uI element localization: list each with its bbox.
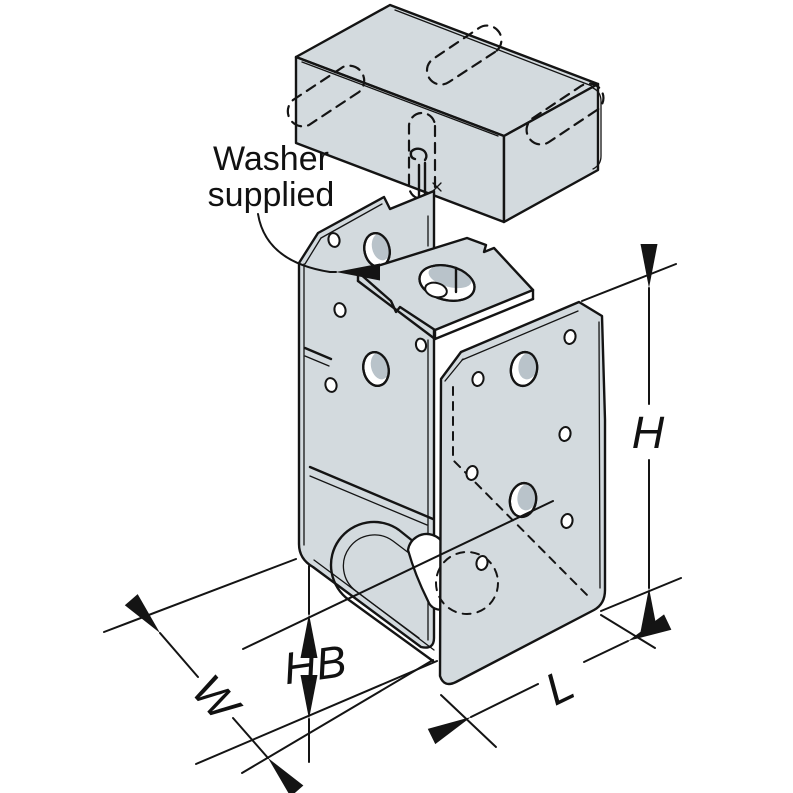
plate-edge-thickness — [304, 237, 322, 265]
cap-hem-line — [301, 61, 499, 137]
post-cap-block — [286, 3, 605, 224]
extension-line — [581, 263, 677, 302]
cap-hem-line — [394, 9, 593, 87]
dimension-line — [427, 683, 539, 745]
dimension-label-W: W — [182, 665, 251, 734]
nail-holes-near-plate — [465, 329, 577, 571]
dimension-line — [232, 717, 304, 793]
dimension-height-H: H — [581, 244, 682, 632]
cap-right-face — [502, 82, 600, 224]
nail-holes-far-plate — [324, 232, 428, 393]
dimension-line — [583, 614, 672, 663]
dimension-label-HB: HB — [280, 635, 349, 694]
seat-edge — [304, 355, 330, 367]
washer-note-line2: supplied — [208, 176, 335, 214]
seat-bend-line — [308, 465, 435, 521]
dimension-label-H: H — [632, 407, 665, 458]
washer-plate — [356, 236, 535, 341]
plate-edge-thickness — [598, 321, 601, 589]
extension-line — [242, 500, 554, 650]
plate-edge-thickness — [320, 203, 383, 239]
hidden-lines-near-plate — [435, 386, 589, 615]
plate-edge-thickness — [444, 358, 464, 382]
dimension-standoff-HB: HB — [195, 500, 554, 765]
extension-line — [103, 558, 297, 633]
extension-line — [600, 614, 656, 649]
washer-pointer-arrow — [257, 213, 380, 281]
extension-line — [600, 577, 682, 612]
extension-line — [440, 694, 497, 748]
near-upright-plate — [435, 300, 607, 686]
washer-note-line1: Washer — [213, 140, 329, 178]
seat-edge — [303, 346, 333, 361]
bolt-holes-far-plate — [362, 232, 391, 387]
washer-callout: Washer supplied — [208, 140, 380, 281]
dimension-label-L: L — [537, 658, 582, 715]
cap-rolled-edge — [592, 87, 602, 170]
washer-center-hole — [418, 264, 476, 302]
seat-bend-line — [309, 475, 428, 526]
dimension-line — [124, 594, 199, 678]
plate-edge-thickness — [461, 310, 579, 361]
extension-line — [241, 659, 434, 774]
